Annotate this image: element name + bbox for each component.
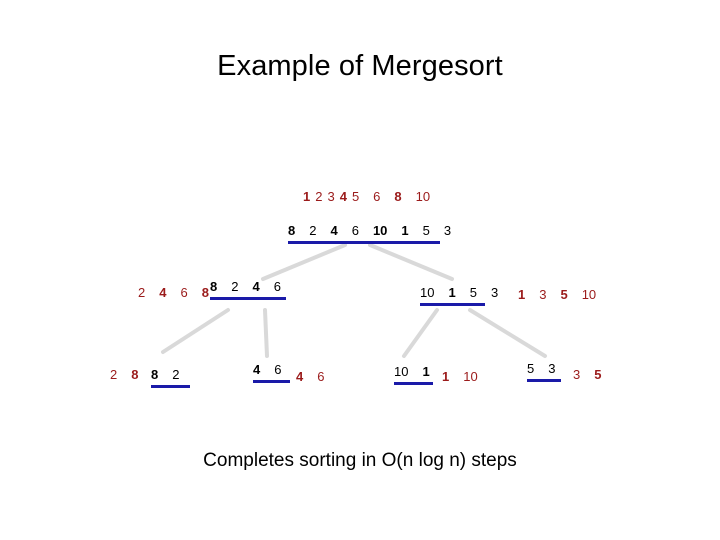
merge-underline xyxy=(253,380,290,383)
token: 5 xyxy=(527,361,535,376)
token: 3 xyxy=(490,285,499,300)
token: 5 xyxy=(351,189,360,204)
token: 4 xyxy=(330,223,338,238)
connector-left-ll xyxy=(161,308,230,354)
connector-root-left xyxy=(261,243,347,281)
merge-underline xyxy=(394,382,433,385)
token: 6 xyxy=(273,279,281,294)
token: 2 xyxy=(110,367,118,382)
token: 4 xyxy=(339,189,347,204)
merge-underline xyxy=(210,297,286,300)
token: 5 xyxy=(594,367,602,382)
token: 8 xyxy=(131,367,139,382)
token: 8 xyxy=(201,285,209,300)
connector-right-rl xyxy=(402,308,439,358)
token: 2 xyxy=(315,189,323,204)
token: 3 xyxy=(443,223,452,238)
token: 3 xyxy=(573,367,581,382)
token: 6 xyxy=(274,362,282,377)
token: 4 xyxy=(252,279,260,294)
token: 2 xyxy=(138,285,146,300)
slide-caption: Completes sorting in O(n log n) steps xyxy=(203,450,517,471)
token: 3 xyxy=(539,287,547,302)
page-title: Example of Mergesort xyxy=(217,50,503,82)
token: 1 xyxy=(422,364,430,379)
token: 1 xyxy=(401,223,409,238)
token: 5 xyxy=(422,223,430,238)
token: 2 xyxy=(231,279,239,294)
connector-right-rr xyxy=(468,308,547,358)
merge-underline xyxy=(420,303,485,306)
token: 6 xyxy=(373,189,381,204)
token: 3 xyxy=(327,189,335,204)
token: 4 xyxy=(159,285,167,300)
token: 6 xyxy=(351,223,359,238)
token: 1 xyxy=(518,287,526,302)
merge-underline xyxy=(288,241,440,244)
tree-node-rl-sorted: 1 10 xyxy=(442,368,478,385)
token: 6 xyxy=(317,369,325,384)
token: 8 xyxy=(394,189,402,204)
token: 4 xyxy=(253,362,261,377)
token: 8 xyxy=(151,367,159,382)
token: 6 xyxy=(180,285,188,300)
connector-root-right xyxy=(368,243,454,281)
token: 5 xyxy=(560,287,568,302)
token: 5 xyxy=(469,285,477,300)
token: 4 xyxy=(296,369,304,384)
token: 3 xyxy=(548,361,556,376)
token: 10 xyxy=(372,223,388,238)
token: 10 xyxy=(415,189,431,204)
token: 1 xyxy=(442,369,450,384)
token: 2 xyxy=(309,223,317,238)
token: 10 xyxy=(581,287,597,302)
token: 10 xyxy=(463,369,478,384)
token: 2 xyxy=(172,367,180,382)
token: 8 xyxy=(288,223,296,238)
token: 8 xyxy=(210,279,218,294)
merge-underline xyxy=(527,379,561,382)
merge-underline xyxy=(151,385,190,388)
sorted-sequence-rl: 1 10 xyxy=(442,368,478,385)
token: 10 xyxy=(394,364,409,379)
token: 1 xyxy=(303,189,311,204)
token: 1 xyxy=(448,285,456,300)
unsorted-sequence-rl: 10 1 xyxy=(394,363,433,385)
token: 10 xyxy=(420,285,435,300)
tree-node-rl-unsorted: 10 1 xyxy=(394,363,433,385)
connector-left-lr xyxy=(263,308,269,358)
